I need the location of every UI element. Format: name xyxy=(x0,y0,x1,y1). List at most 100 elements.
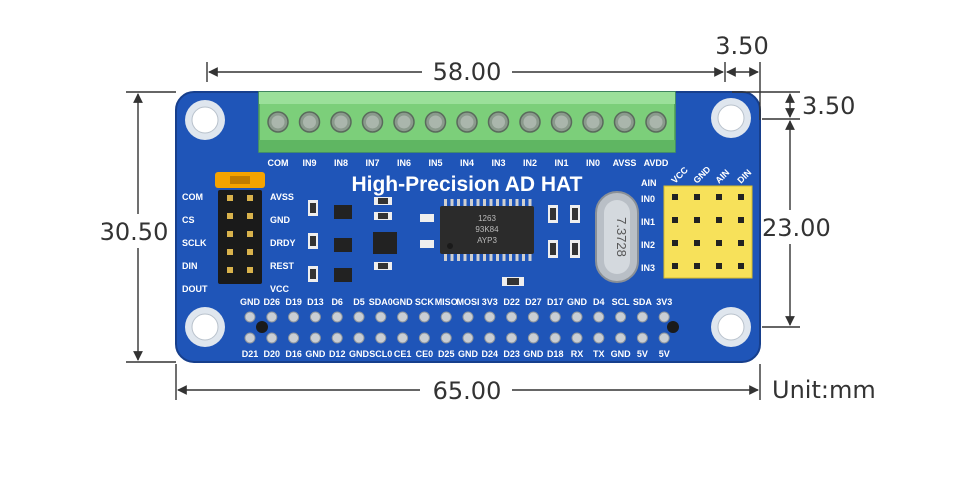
gpio-bottom-label: GND xyxy=(523,349,544,359)
crystal-oscillator: 7.3728 xyxy=(595,191,639,283)
gpio-pin xyxy=(571,311,583,323)
gpio-pin xyxy=(527,311,539,323)
mounting-holes xyxy=(185,98,751,347)
gpio-bottom-label: D12 xyxy=(329,349,346,359)
header-pin xyxy=(227,267,233,273)
gpio-pin xyxy=(527,332,539,344)
right-pin-header xyxy=(663,185,753,279)
terminal-label: AVDD xyxy=(644,158,669,168)
right-header-corner-label: AIN xyxy=(641,178,657,188)
right-header-side-label: IN0 xyxy=(641,194,655,204)
terminal-screw xyxy=(582,111,604,133)
terminal-screw xyxy=(550,111,573,133)
gpio-pin xyxy=(353,332,365,344)
gpio-pin xyxy=(549,332,561,344)
gpio-top-label: GND xyxy=(567,297,588,307)
gpio-top-label: D26 xyxy=(264,297,281,307)
gpio-bottom-label: 5V xyxy=(637,349,648,359)
gpio-pin xyxy=(288,311,300,323)
gpio-pin xyxy=(658,311,670,323)
gpio-pin xyxy=(418,311,430,323)
gpio-bottom-label: GND xyxy=(349,349,370,359)
gpio-bottom-label: D23 xyxy=(503,349,520,359)
right-header-side-label: IN2 xyxy=(641,240,655,250)
gpio-bottom-label: D25 xyxy=(438,349,455,359)
gpio-top-label: SCL xyxy=(612,297,631,307)
gpio-top-label: D6 xyxy=(331,297,343,307)
gpio-bottom-label: D18 xyxy=(547,349,564,359)
left-header-label: DRDY xyxy=(270,238,296,248)
gpio-top-label: SCK xyxy=(415,297,435,307)
terminal-label: IN7 xyxy=(365,158,379,168)
header-pin xyxy=(227,213,233,219)
gpio-top-label: D27 xyxy=(525,297,542,307)
smd-components xyxy=(308,197,580,286)
gpio-top-label: D13 xyxy=(307,297,324,307)
gpio-top-label: MOSI xyxy=(456,297,479,307)
gpio-pin xyxy=(331,311,343,323)
left-header-label: GND xyxy=(270,215,291,225)
right-header-side-label: IN3 xyxy=(641,263,655,273)
gpio-top-label: SDA xyxy=(633,297,653,307)
terminal-label: IN6 xyxy=(397,158,411,168)
gpio-bottom-label: SCL0 xyxy=(369,349,392,359)
left-header-label: AVSS xyxy=(270,192,294,202)
terminal-label: IN1 xyxy=(554,158,568,168)
terminal-screw xyxy=(424,111,447,133)
gpio-top-label: 3V3 xyxy=(482,297,498,307)
header-pin xyxy=(694,194,700,200)
gpio-bottom-label: TX xyxy=(593,349,605,359)
gpio-pin xyxy=(506,332,518,344)
gpio-pin xyxy=(571,332,583,344)
dimension-lines xyxy=(126,62,800,400)
terminal-screw xyxy=(487,111,510,133)
gpio-pin xyxy=(353,311,365,323)
chip-marking-3: AYP3 xyxy=(477,236,497,245)
terminal-label: IN5 xyxy=(428,158,442,168)
header-pin xyxy=(694,263,700,269)
terminal-screw xyxy=(298,111,321,133)
right-header-side-label: IN1 xyxy=(641,217,655,227)
gpio-top-label: D5 xyxy=(353,297,365,307)
gpio-pin xyxy=(244,332,256,344)
terminal-label: IN8 xyxy=(334,158,348,168)
gpio-pin xyxy=(418,332,430,344)
terminal-screw xyxy=(393,111,415,133)
header-pin xyxy=(247,195,253,201)
terminal-label: AVSS xyxy=(613,158,637,168)
header-pin xyxy=(716,263,722,269)
gpio-pin xyxy=(288,332,300,344)
gpio-pin xyxy=(266,311,278,323)
gpio-pin xyxy=(593,332,605,344)
gpio-pin xyxy=(462,332,474,344)
adc-chip: 1263 93K84 AYP3 xyxy=(440,199,534,261)
gpio-pin xyxy=(375,311,387,323)
gpio-bottom-label: 5V xyxy=(659,349,670,359)
terminal-label: IN3 xyxy=(491,158,505,168)
gpio-pin xyxy=(309,311,321,323)
gpio-pin xyxy=(636,332,648,344)
left-header-label: SCLK xyxy=(182,238,207,248)
dim-corner-offset-x: 3.50 xyxy=(715,32,768,60)
dim-left-height: 30.50 xyxy=(100,218,169,246)
gpio-bottom-label: RX xyxy=(571,349,584,359)
header-pin xyxy=(694,240,700,246)
gpio-pin xyxy=(615,311,627,323)
gpio-pin xyxy=(549,311,561,323)
terminal-label: IN2 xyxy=(523,158,537,168)
dim-hole-spacing-y: 23.00 xyxy=(762,214,831,242)
header-pin xyxy=(227,195,233,201)
gpio-pin xyxy=(244,311,256,323)
terminal-label: COM xyxy=(268,158,289,168)
gpio-top-label: D4 xyxy=(593,297,605,307)
gpio-top-label: GND xyxy=(393,297,414,307)
left-header-label: DIN xyxy=(182,261,198,271)
unit-label: Unit:mm xyxy=(772,376,876,404)
gpio-bottom-label: GND xyxy=(458,349,479,359)
terminal-label: IN0 xyxy=(586,158,600,168)
gpio-pin xyxy=(397,311,409,323)
gpio-bottom-label: CE0 xyxy=(416,349,434,359)
header-pin xyxy=(716,217,722,223)
chip-marking-2: 93K84 xyxy=(475,225,499,234)
